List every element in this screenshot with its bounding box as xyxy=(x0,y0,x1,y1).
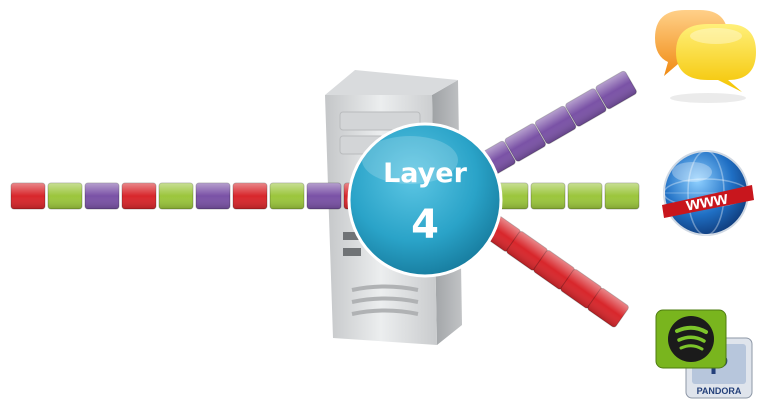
chat-packet-5 xyxy=(595,70,637,110)
input-packet-9 xyxy=(306,182,342,210)
input-packet-stream xyxy=(10,182,379,210)
www-globe-icon: www xyxy=(662,150,754,236)
output-stream-music xyxy=(479,212,629,328)
web-packet-3 xyxy=(567,182,603,210)
input-packet-3 xyxy=(84,182,120,210)
web-packet-1 xyxy=(493,182,529,210)
music-packet-5 xyxy=(587,287,629,328)
input-packet-6 xyxy=(195,182,231,210)
spotify-pandora-icon: P PANDORA xyxy=(655,309,753,399)
web-packet-4 xyxy=(604,182,640,210)
input-packet-5 xyxy=(158,182,194,210)
chat-packet-3 xyxy=(534,105,577,145)
chat-packet-4 xyxy=(565,88,607,127)
web-packet-2 xyxy=(530,182,566,210)
chat-bubbles-icon xyxy=(655,10,756,103)
hub-number: 4 xyxy=(411,202,439,248)
input-packet-1 xyxy=(10,182,46,210)
output-stream-web xyxy=(493,182,640,210)
input-packet-2 xyxy=(47,182,83,210)
layer4-hub: Layer 4 xyxy=(347,122,503,278)
input-packet-8 xyxy=(269,182,305,210)
hub-title: Layer xyxy=(383,158,468,189)
input-packet-4 xyxy=(121,182,157,210)
chat-packet-2 xyxy=(504,123,546,162)
output-stream-chat xyxy=(474,70,637,180)
input-packet-7 xyxy=(232,182,268,210)
pandora-label: PANDORA xyxy=(697,386,742,396)
